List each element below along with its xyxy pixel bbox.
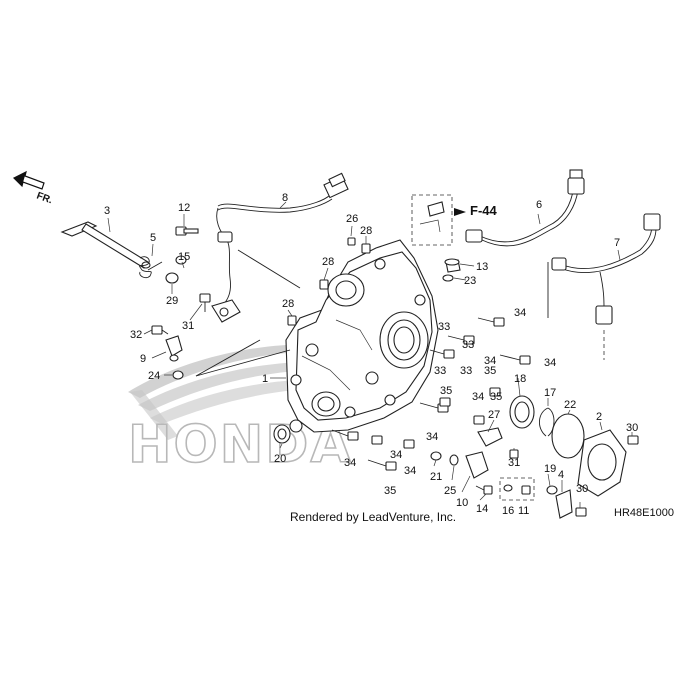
part-7-harness[interactable] — [547, 213, 661, 360]
part-28-dowel-pin[interactable] — [361, 243, 371, 254]
callout-31[interactable]: 31 — [182, 320, 194, 332]
part-3-shift-shaft[interactable] — [60, 221, 151, 269]
callout-33-c[interactable]: 33 — [434, 365, 446, 377]
callout-33-b[interactable]: 33 — [462, 339, 474, 351]
part-15-oil-seal[interactable] — [175, 255, 187, 265]
callout-16[interactable]: 16 — [502, 505, 514, 517]
callout-34-f[interactable]: 34 — [390, 449, 402, 461]
callout-27[interactable]: 27 — [488, 409, 500, 421]
callout-20[interactable]: 20 — [274, 453, 286, 465]
reference-f44-box[interactable]: F-44 — [411, 194, 498, 246]
callout-15[interactable]: 15 — [178, 251, 190, 263]
callout-9[interactable]: 9 — [140, 353, 146, 365]
part-24-o-ring[interactable] — [172, 370, 184, 380]
callout-8[interactable]: 8 — [282, 192, 288, 204]
part-32-bolt[interactable] — [151, 325, 169, 335]
callout-14[interactable]: 14 — [476, 503, 488, 515]
callout-35-c[interactable]: 35 — [490, 391, 502, 403]
part-6-harness[interactable] — [465, 169, 585, 247]
callout-12[interactable]: 12 — [178, 202, 190, 214]
part-25-o-ring[interactable] — [449, 454, 459, 466]
part-29-washer[interactable] — [165, 272, 179, 284]
part-22-o-ring[interactable] — [551, 413, 585, 459]
callout-35-a[interactable]: 35 — [484, 365, 496, 377]
callout-33-a[interactable]: 33 — [438, 321, 450, 333]
reference-label: F-44 — [470, 203, 498, 218]
part-16-11-group — [499, 477, 535, 501]
callout-35-d[interactable]: 35 — [384, 485, 396, 497]
part-8-sensor-harness[interactable] — [211, 172, 349, 323]
callout-34-b[interactable]: 34 — [484, 355, 496, 367]
part-20-oil-seal[interactable] — [273, 419, 303, 444]
callout-34-a[interactable]: 34 — [514, 307, 526, 319]
callout-34-c[interactable]: 34 — [544, 357, 556, 369]
bolt-group-34[interactable] — [331, 317, 531, 449]
callout-19[interactable]: 19 — [544, 463, 556, 475]
callout-6[interactable]: 6 — [536, 199, 542, 211]
bolt-group-35[interactable] — [367, 387, 501, 471]
rendered-by-caption: Rendered by LeadVenture, Inc. — [290, 510, 456, 524]
part-26-plug[interactable] — [347, 237, 356, 246]
callout-30-a[interactable]: 30 — [626, 422, 638, 434]
callout-7[interactable]: 7 — [614, 237, 620, 249]
part-28-dowel-pin[interactable] — [287, 315, 297, 326]
part-13-drain-plug[interactable] — [444, 258, 461, 273]
direction-label: FR. — [35, 190, 54, 206]
callout-28-a[interactable]: 28 — [360, 225, 372, 237]
bolt-group-33[interactable] — [429, 335, 475, 359]
callout-5[interactable]: 5 — [150, 232, 156, 244]
front-direction-arrow: FR. — [12, 170, 54, 206]
part-31-bolt[interactable] — [199, 293, 211, 312]
part-16-washer[interactable] — [503, 484, 513, 492]
callout-28-b[interactable]: 28 — [322, 256, 334, 268]
callout-26[interactable]: 26 — [346, 213, 358, 225]
part-14-bolt[interactable] — [475, 485, 493, 495]
callout-23[interactable]: 23 — [464, 275, 476, 287]
part-5-return-spring[interactable] — [139, 256, 163, 279]
callout-18[interactable]: 18 — [514, 373, 526, 385]
callout-21[interactable]: 21 — [430, 471, 442, 483]
callout-31-b[interactable]: 31 — [508, 457, 520, 469]
callout-25[interactable]: 25 — [444, 485, 456, 497]
callout-17[interactable]: 17 — [544, 387, 556, 399]
part-18-bearing[interactable] — [509, 395, 535, 429]
callout-3[interactable]: 3 — [104, 205, 110, 217]
part-23-o-ring[interactable] — [442, 274, 454, 282]
callout-13[interactable]: 13 — [476, 261, 488, 273]
callout-34-h[interactable]: 34 — [404, 465, 416, 477]
part-9-speed-sensor[interactable] — [165, 335, 183, 362]
callout-33-d[interactable]: 33 — [460, 365, 472, 377]
part-27-switch[interactable] — [477, 427, 503, 447]
callout-34-e[interactable]: 34 — [426, 431, 438, 443]
part-1-crankcase-cover[interactable] — [285, 239, 439, 433]
callout-labels: 3 5 12 8 15 29 31 32 9 24 1 26 28 28 28 … — [104, 192, 638, 517]
callout-1[interactable]: 1 — [262, 373, 268, 385]
callout-34-d[interactable]: 34 — [472, 391, 484, 403]
callout-11[interactable]: 11 — [518, 505, 529, 517]
part-4-clamp[interactable] — [555, 489, 573, 519]
callout-2[interactable]: 2 — [596, 411, 602, 423]
callout-28-c[interactable]: 28 — [282, 298, 294, 310]
callout-10[interactable]: 10 — [456, 497, 468, 509]
callout-24[interactable]: 24 — [148, 370, 160, 382]
callout-4[interactable]: 4 — [558, 469, 564, 481]
part-12-bolt[interactable] — [175, 226, 199, 236]
part-21-washer[interactable] — [430, 451, 442, 461]
callout-29[interactable]: 29 — [166, 295, 178, 307]
part-30-bolt[interactable] — [575, 435, 639, 517]
part-2-bearing-cover[interactable] — [577, 429, 627, 497]
leader-lines — [107, 201, 633, 508]
part-19-washer[interactable] — [546, 485, 558, 495]
part-10-sensor[interactable] — [465, 451, 489, 479]
callout-32[interactable]: 32 — [130, 329, 142, 341]
diagram-code: HR48E1000 — [614, 507, 674, 519]
part-17-snap-ring[interactable] — [539, 407, 555, 437]
callout-34-g[interactable]: 34 — [344, 457, 356, 469]
callout-35-b[interactable]: 35 — [440, 385, 452, 397]
callout-22[interactable]: 22 — [564, 399, 576, 411]
part-28-dowel-pin[interactable] — [319, 279, 329, 290]
callout-30-b[interactable]: 30 — [576, 483, 588, 495]
part-11-bolt[interactable] — [521, 485, 531, 495]
